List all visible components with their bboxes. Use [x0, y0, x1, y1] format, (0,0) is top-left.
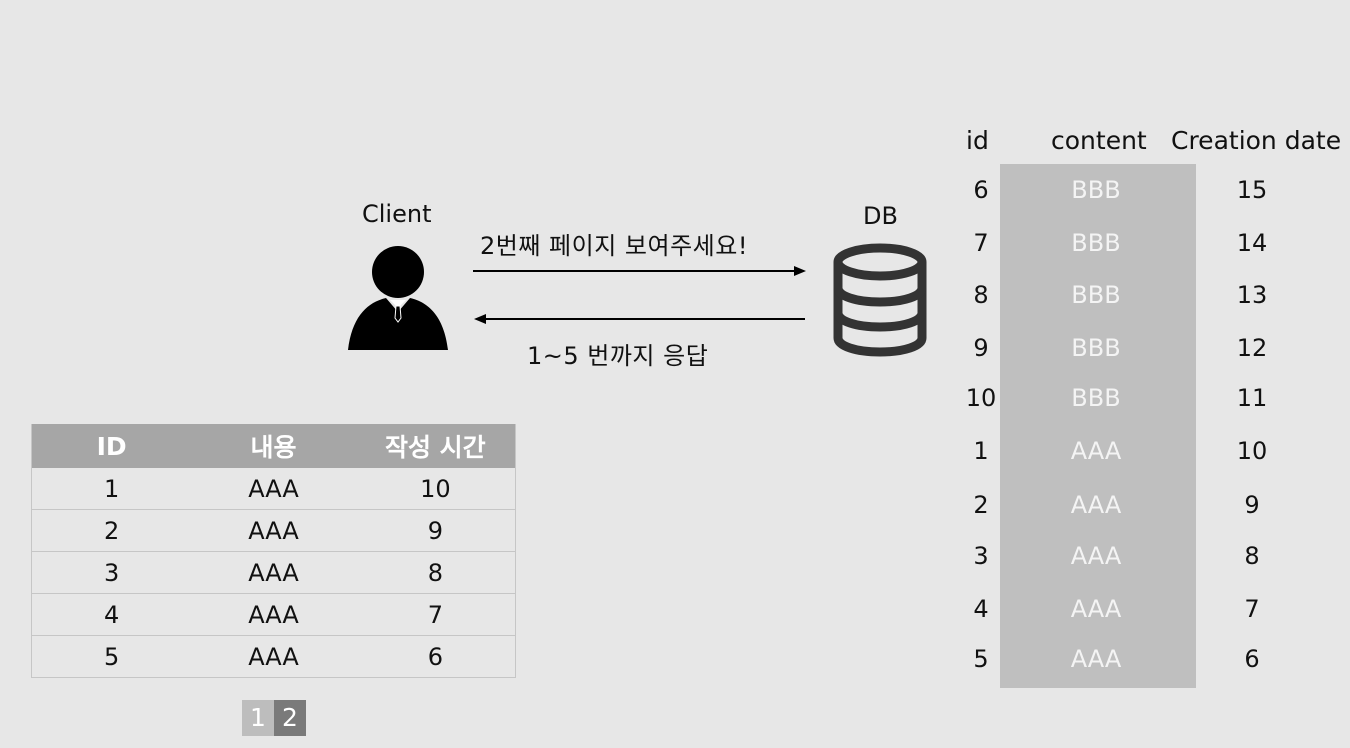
cell-time: 10 — [355, 468, 516, 510]
cell-content: AAA — [191, 593, 356, 636]
table-row: 5 AAA 6 — [31, 635, 516, 678]
db-column-header-content: content — [1051, 126, 1147, 155]
cell-id: 1 — [31, 468, 192, 510]
db-cell-content: AAA — [1070, 645, 1122, 673]
cell-content: AAA — [191, 509, 356, 552]
db-column-header-id: id — [966, 126, 989, 155]
db-cell-content: BBB — [1071, 229, 1121, 257]
db-cell-content: AAA — [1070, 491, 1122, 519]
db-cell-date: 12 — [1236, 334, 1268, 362]
cell-id: 4 — [31, 593, 192, 636]
db-cell-id: 8 — [973, 281, 989, 309]
db-cell-id: 10 — [965, 384, 997, 412]
column-header-time: 작성 시간 — [355, 424, 516, 468]
request-message: 2번째 페이지 보여주세요! — [480, 232, 748, 260]
db-cell-id: 3 — [973, 542, 989, 570]
db-cell-date: 11 — [1236, 384, 1268, 412]
db-cell-content: AAA — [1070, 542, 1122, 570]
db-cell-date: 13 — [1236, 281, 1268, 309]
cell-time: 9 — [355, 509, 516, 552]
page-button-2[interactable]: 2 — [274, 700, 306, 736]
db-cell-id: 4 — [973, 595, 989, 623]
cell-content: AAA — [191, 551, 356, 594]
response-message: 1~5 번까지 응답 — [527, 342, 709, 370]
db-label: DB — [863, 202, 898, 230]
table-row: 1 AAA 10 — [31, 468, 516, 510]
table-row: 4 AAA 7 — [31, 593, 516, 636]
cell-id: 5 — [31, 635, 192, 678]
column-header-id: ID — [31, 424, 192, 468]
pagination: 1 2 — [242, 700, 306, 736]
cell-id: 3 — [31, 551, 192, 594]
client-result-table: ID 내용 작성 시간 1 AAA 10 2 AAA 9 3 AAA 8 4 A… — [31, 424, 516, 678]
db-cell-content: BBB — [1071, 281, 1121, 309]
db-cell-content: AAA — [1070, 437, 1122, 465]
person-icon — [348, 246, 448, 350]
db-cell-content: BBB — [1071, 384, 1121, 412]
column-header-content: 내용 — [191, 424, 356, 468]
table-header-row: ID 내용 작성 시간 — [31, 424, 516, 468]
db-cell-date: 9 — [1244, 491, 1260, 519]
db-cell-id: 1 — [973, 437, 989, 465]
cell-time: 7 — [355, 593, 516, 636]
db-cell-date: 8 — [1244, 542, 1260, 570]
cell-time: 6 — [355, 635, 516, 678]
db-cell-id: 2 — [973, 491, 989, 519]
db-cell-content: BBB — [1071, 334, 1121, 362]
arrow-right-icon — [473, 266, 806, 276]
cell-content: AAA — [191, 635, 356, 678]
arrow-left-icon — [474, 314, 805, 324]
db-column-header-date: Creation date — [1171, 126, 1342, 155]
db-cell-id: 7 — [973, 229, 989, 257]
table-row: 2 AAA 9 — [31, 509, 516, 552]
db-cell-content: AAA — [1070, 595, 1122, 623]
page-button-1[interactable]: 1 — [242, 700, 274, 736]
db-cell-date: 10 — [1236, 437, 1268, 465]
cell-id: 2 — [31, 509, 192, 552]
db-cell-id: 6 — [973, 176, 989, 204]
db-cell-date: 7 — [1244, 595, 1260, 623]
cell-time: 8 — [355, 551, 516, 594]
db-cell-date: 14 — [1236, 229, 1268, 257]
db-cell-id: 5 — [973, 645, 989, 673]
db-cell-date: 6 — [1244, 645, 1260, 673]
database-icon — [833, 243, 927, 357]
cell-content: AAA — [191, 468, 356, 510]
client-label: Client — [362, 200, 432, 228]
db-cell-date: 15 — [1236, 176, 1268, 204]
db-content-column-highlight — [1000, 164, 1196, 688]
db-cell-content: BBB — [1071, 176, 1121, 204]
table-row: 3 AAA 8 — [31, 551, 516, 594]
db-cell-id: 9 — [973, 334, 989, 362]
